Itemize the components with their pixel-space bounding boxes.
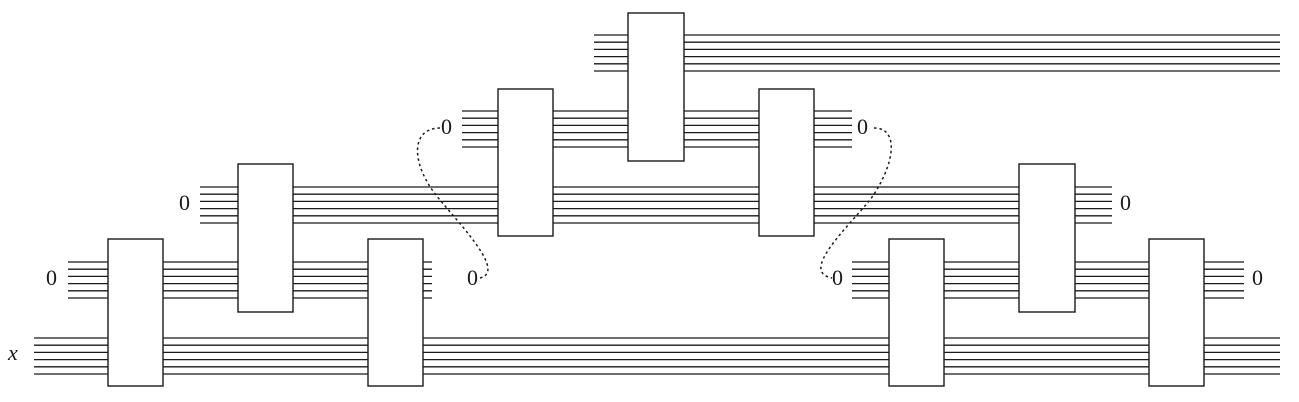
gate-l1-c: [888, 238, 945, 387]
ancilla-label-level2-left: 0: [179, 190, 190, 215]
ancilla-label-level1-right: 0: [1252, 265, 1263, 290]
gate-l1-b: [367, 238, 424, 387]
gate-l2-a: [237, 163, 294, 313]
ancilla-loop-right: [820, 127, 893, 279]
input-x-label: x: [7, 340, 18, 365]
ancilla-label-level2-right: 0: [1120, 190, 1131, 215]
gate-l2-b: [1018, 163, 1076, 313]
ancilla-label-level3-right: 0: [857, 114, 868, 139]
gate-l3-b: [758, 88, 815, 237]
gate-l1-a: [107, 238, 164, 387]
ancilla-label-level1-left: 0: [46, 265, 57, 290]
gate-top: [627, 12, 685, 162]
ancilla-label-level1-mid-right: 0: [832, 265, 843, 290]
ancilla-label-level1-mid-left: 0: [467, 265, 478, 290]
wire-labels: x 0 0 0 0 0 0 0 0: [7, 114, 1263, 365]
ancilla-label-level3-left: 0: [441, 114, 452, 139]
wire-bundle-x: [34, 337, 1280, 375]
gate-l1-d: [1148, 238, 1205, 387]
ancilla-loop-left: [416, 127, 489, 279]
ancilla-loops: [416, 127, 893, 279]
wire-bundle-top: [594, 34, 1280, 72]
gate-boxes: [107, 12, 1205, 387]
wire-bundle-l2: [200, 186, 1112, 224]
gate-l3-a: [497, 88, 554, 237]
